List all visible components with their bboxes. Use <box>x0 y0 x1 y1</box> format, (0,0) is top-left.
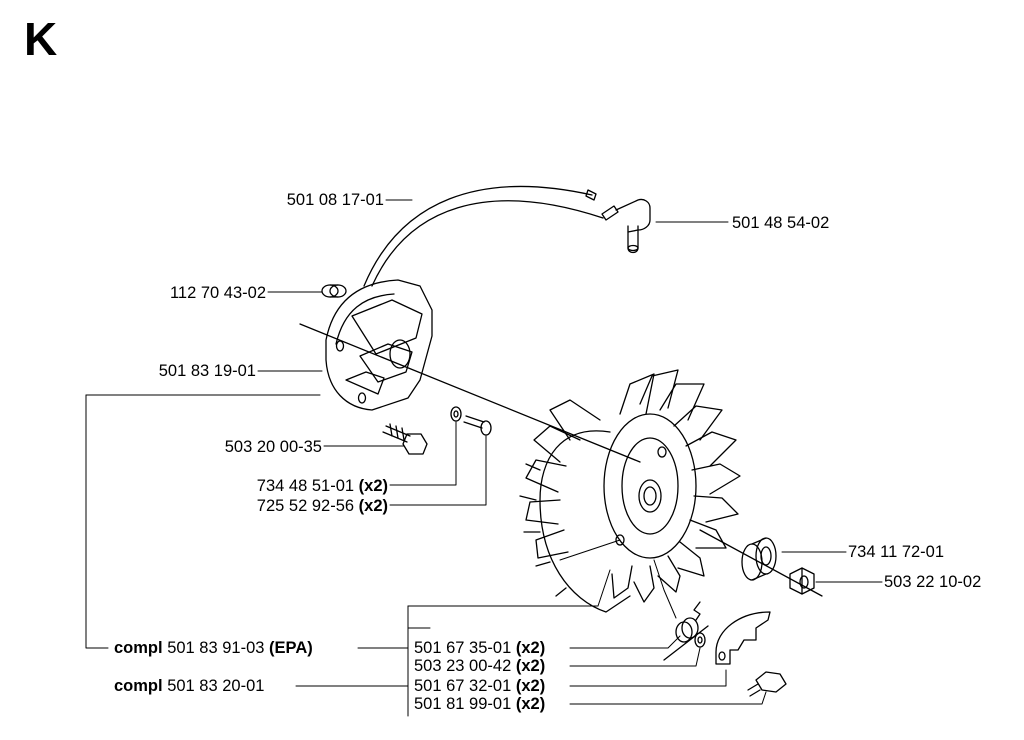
pawl-pin <box>663 625 709 661</box>
starter-pawl <box>715 611 771 665</box>
grommet <box>321 284 347 298</box>
leader-lines <box>85 199 883 717</box>
part-label-112-70-43-02: 112 70 43-02 <box>169 284 266 302</box>
axis-line <box>299 323 641 463</box>
pawl-screw <box>747 671 787 697</box>
part-label-501-81-99-01: 501 81 99-01 (x2) <box>414 695 546 713</box>
washer-small <box>450 406 462 422</box>
part-label-503-22-10-02: 503 22 10-02 <box>884 573 982 591</box>
hex-nut <box>789 567 815 595</box>
part-label-734-48-51-01: 734 48 51-01 (x2) <box>256 477 388 495</box>
socket-screw <box>463 415 492 436</box>
pawl-bushing <box>675 617 699 643</box>
part-label-503-23-00-42: 503 23 00-42 (x2) <box>414 657 546 675</box>
spacer-washer <box>741 537 777 581</box>
pawl-washer <box>694 632 706 648</box>
ignition-lead <box>363 185 604 287</box>
part-label-503-20-00-35: 503 20 00-35 <box>224 438 322 456</box>
part-label-501-67-32-01: 501 67 32-01 (x2) <box>414 677 546 695</box>
part-label-501-08-17-01: 501 08 17-01 <box>286 191 384 209</box>
ignition-module <box>325 279 433 411</box>
part-label-compl-501-83-20-01: compl 501 83 20-01 <box>114 677 265 695</box>
section-letter: K <box>24 13 58 65</box>
part-label-725-52-92-56: 725 52 92-56 (x2) <box>256 497 388 515</box>
part-label-501-67-35-01: 501 67 35-01 (x2) <box>414 639 546 657</box>
spark-plug-cap <box>601 198 651 254</box>
part-label-501-48-54-02: 501 48 54-02 <box>732 214 830 232</box>
pawl-spring <box>693 601 701 621</box>
part-label-compl-501-83-91-03: compl 501 83 91-03 (EPA) <box>114 639 313 657</box>
flywheel <box>519 369 741 613</box>
part-label-501-83-19-01: 501 83 19-01 <box>158 362 256 380</box>
hex-bolt <box>382 423 428 455</box>
part-label-734-11-72-01: 734 11 72-01 <box>848 543 945 561</box>
